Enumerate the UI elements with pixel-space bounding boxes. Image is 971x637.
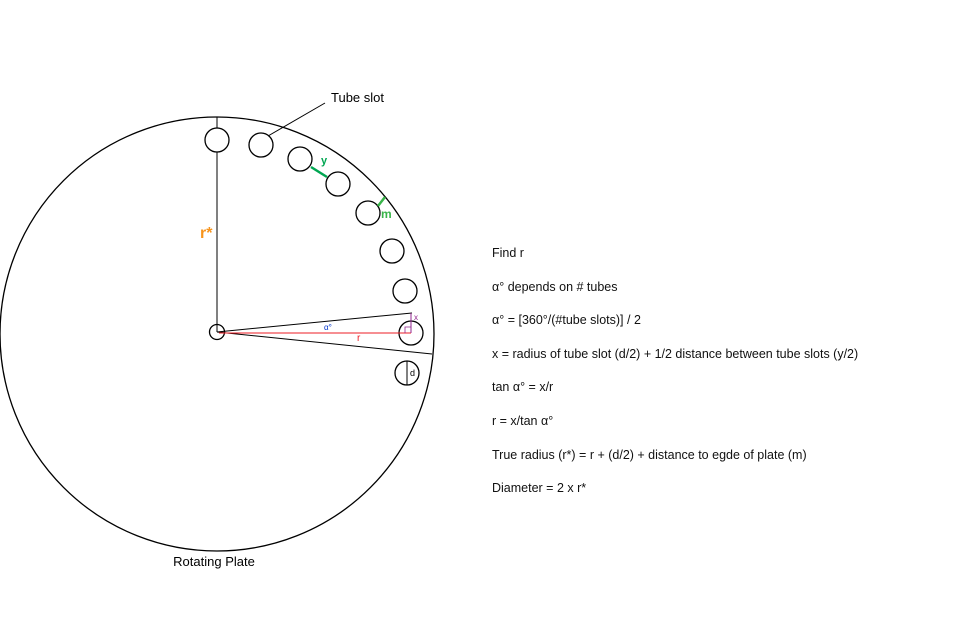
tube-slot-label: Tube slot bbox=[331, 90, 384, 105]
r-star-label: r* bbox=[200, 225, 213, 242]
right-angle-marker bbox=[404, 326, 411, 333]
note-r-formula: r = x/tan α° bbox=[492, 413, 554, 428]
tube-slot[interactable] bbox=[287, 146, 313, 172]
tube-slot[interactable] bbox=[325, 171, 351, 197]
note-alpha-formula: α° = [360°/(#tube slots)] / 2 bbox=[492, 313, 641, 328]
tube-slot[interactable] bbox=[355, 200, 381, 226]
d-label: d bbox=[410, 368, 415, 378]
formula-notes: Find r α° depends on # tubes α° = [360°/… bbox=[492, 245, 952, 514]
y-label: y bbox=[321, 155, 328, 167]
tube-slot[interactable] bbox=[379, 238, 405, 264]
note-x-formula: x = radius of tube slot (d/2) + 1/2 dist… bbox=[492, 346, 859, 361]
wedge-upper-line bbox=[216, 312, 413, 333]
y-line bbox=[310, 165, 328, 179]
tube-slot[interactable] bbox=[204, 127, 230, 153]
wedge-lower-line bbox=[216, 331, 433, 355]
m-line bbox=[377, 196, 386, 207]
alpha-label: α° bbox=[324, 323, 332, 332]
tube-slot[interactable] bbox=[392, 278, 418, 304]
note-true-radius: True radius (r*) = r + (d/2) + distance … bbox=[492, 447, 807, 462]
note-diameter: Diameter = 2 x r* bbox=[492, 481, 587, 496]
rotating-plate-label: Rotating Plate bbox=[173, 554, 255, 569]
note-alpha-depends: α° depends on # tubes bbox=[492, 279, 618, 294]
m-label: m bbox=[381, 207, 392, 221]
tube-slot-leader bbox=[267, 102, 326, 137]
x-label: x bbox=[414, 313, 418, 322]
r-label: r bbox=[357, 333, 361, 344]
note-find-r: Find r bbox=[492, 246, 524, 260]
note-tan-alpha: tan α° = x/r bbox=[492, 380, 554, 395]
tube-slot[interactable] bbox=[248, 132, 274, 158]
